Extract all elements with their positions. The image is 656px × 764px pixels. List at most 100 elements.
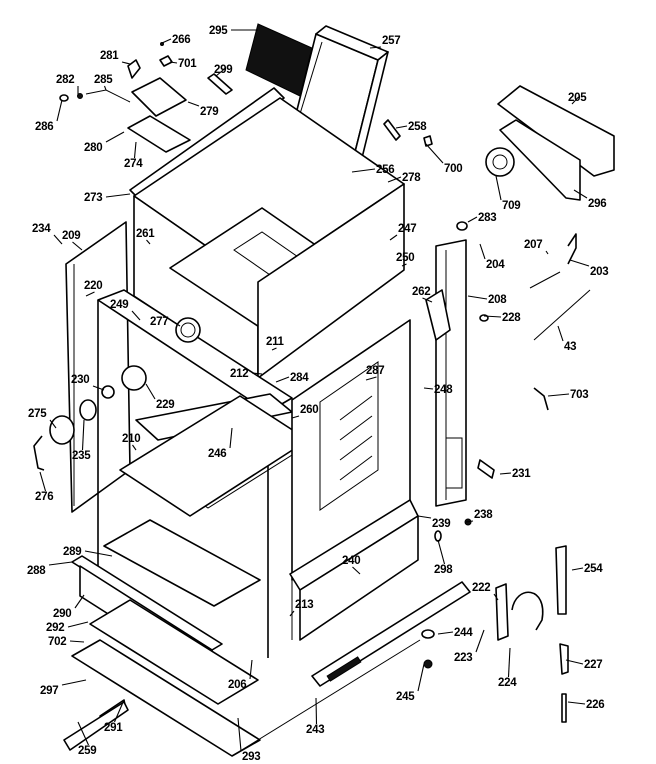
- leader-line: [215, 68, 225, 77]
- part-number-label: 207: [524, 239, 542, 251]
- callout-222: 222: [472, 582, 499, 601]
- callout-702: 702: [48, 636, 85, 648]
- callout-234: 234: [32, 223, 63, 245]
- callout-266: 266: [161, 34, 191, 46]
- leader-line: [425, 143, 444, 164]
- leader-line: [131, 310, 141, 321]
- callout-220: 220: [84, 280, 103, 297]
- part-number-label: 220: [84, 280, 102, 292]
- leader-line: [169, 61, 178, 64]
- callout-229: 229: [145, 383, 175, 411]
- callout-278: 278: [387, 172, 421, 184]
- callout-246: 246: [208, 427, 233, 460]
- part-number-label: 261: [136, 228, 155, 240]
- callout-256: 256: [351, 164, 395, 176]
- leader-line: [422, 297, 433, 303]
- leader-line: [475, 629, 485, 653]
- part-number-label: 228: [502, 312, 521, 324]
- callout-282: 282: [56, 74, 79, 96]
- leader-line: [499, 472, 512, 475]
- callout-262: 262: [412, 286, 433, 303]
- callout-701: 701: [169, 58, 197, 70]
- leader-line: [145, 383, 156, 400]
- leader-line: [569, 259, 590, 267]
- part-number-label: 297: [40, 685, 58, 697]
- part-number-label: 278: [402, 172, 421, 184]
- part-number-label: 208: [488, 294, 507, 306]
- callout-295: 295: [209, 25, 258, 37]
- callout-280: 280: [84, 131, 125, 154]
- callout-250: 250: [396, 252, 415, 267]
- callout-274: 274: [124, 141, 143, 170]
- leader-line: [67, 621, 89, 628]
- leader-line: [105, 131, 125, 143]
- callout-239: 239: [417, 515, 451, 530]
- leader-line: [171, 320, 181, 327]
- callout-291: 291: [104, 699, 125, 734]
- leader-line: [77, 721, 90, 746]
- part-number-label: 279: [200, 106, 218, 118]
- part-number-label: 700: [444, 163, 462, 175]
- part-number-label: 223: [454, 652, 472, 664]
- leader-line: [56, 99, 63, 122]
- callout-283: 283: [467, 212, 497, 224]
- cooktop-panel-part: [133, 97, 405, 379]
- leader-line: [365, 376, 377, 381]
- part-number-label: 266: [172, 34, 190, 46]
- leader-line: [53, 234, 63, 245]
- callout-247: 247: [389, 223, 417, 241]
- part-number-label: 226: [586, 699, 604, 711]
- part-number-label: 227: [584, 659, 602, 671]
- part-number-label: 243: [306, 724, 324, 736]
- leader-line: [479, 243, 486, 260]
- leader-line: [567, 701, 586, 705]
- leader-line: [48, 561, 73, 566]
- callout-289: 289: [63, 546, 113, 558]
- callout-240: 240: [342, 555, 361, 575]
- callout-258: 258: [395, 121, 427, 133]
- part-number-label: 273: [84, 192, 102, 204]
- leader-line: [105, 193, 131, 198]
- leader-line: [467, 216, 478, 223]
- callout-292: 292: [46, 621, 89, 634]
- callout-261: 261: [136, 228, 155, 245]
- leader-line: [387, 176, 402, 183]
- callout-709: 709: [495, 175, 521, 212]
- leader-line: [271, 347, 277, 351]
- leader-line: [437, 539, 446, 565]
- part-number-label: 290: [53, 608, 71, 620]
- part-number-label: 289: [63, 546, 81, 558]
- part-number-label: 240: [342, 555, 360, 567]
- callout-297: 297: [40, 679, 87, 697]
- callout-299: 299: [214, 64, 233, 77]
- callout-238: 238: [465, 509, 493, 523]
- part-number-label: 295: [209, 25, 228, 37]
- part-number-label: 703: [570, 389, 588, 401]
- part-number-label: 284: [290, 372, 309, 384]
- callout-286: 286: [35, 99, 63, 133]
- callout-273: 273: [84, 192, 131, 204]
- part-number-label: 709: [502, 200, 520, 212]
- leader-line: [483, 315, 502, 318]
- leader-line: [85, 291, 95, 297]
- part-number-label: 235: [72, 450, 91, 462]
- callout-203: 203: [569, 259, 609, 278]
- callout-279: 279: [187, 101, 219, 118]
- part-number-label: 298: [434, 564, 453, 576]
- part-number-label: 210: [122, 433, 140, 445]
- leader-line: [69, 640, 85, 643]
- leader-line: [132, 444, 137, 451]
- leader-line: [467, 295, 488, 300]
- leader-line: [289, 610, 295, 617]
- leader-line: [389, 234, 398, 241]
- callout-231: 231: [499, 468, 531, 480]
- callout-235: 235: [72, 419, 91, 462]
- callout-230: 230: [71, 374, 105, 391]
- callout-223: 223: [454, 629, 485, 664]
- part-number-label: 222: [472, 582, 490, 594]
- part-number-label: 213: [295, 599, 313, 611]
- part-number-label: 244: [454, 627, 473, 639]
- part-number-label: 258: [408, 121, 427, 133]
- leader-line: [417, 515, 432, 519]
- callout-260: 260: [291, 404, 319, 419]
